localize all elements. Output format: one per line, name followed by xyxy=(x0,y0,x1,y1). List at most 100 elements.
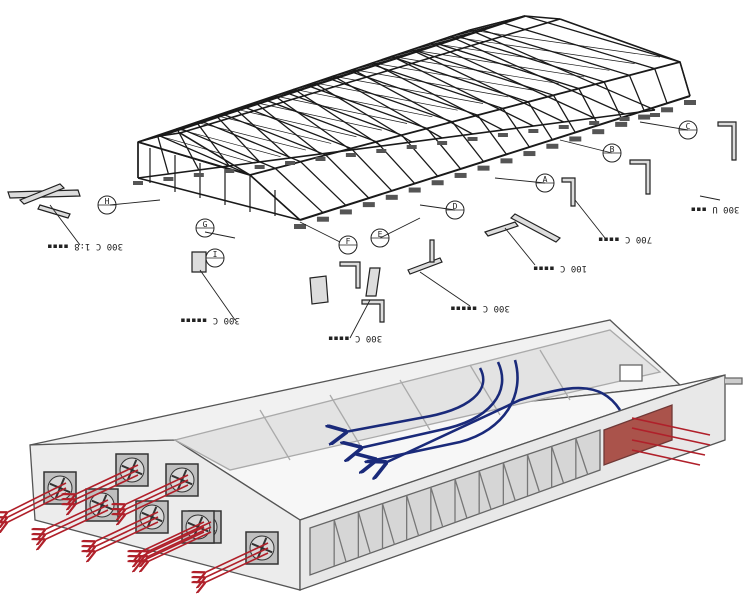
base-plate xyxy=(523,151,536,157)
fan-blade xyxy=(101,504,113,511)
fan-blade xyxy=(256,547,263,559)
exhaust-arrow xyxy=(147,521,212,552)
exhaust-fan xyxy=(135,500,169,534)
exhaust-fan xyxy=(115,453,149,487)
callout-mark: B xyxy=(610,145,615,154)
tunnel-ventilation-view xyxy=(6,319,743,591)
portal-frame xyxy=(214,107,393,192)
exhaust-arrow xyxy=(204,542,269,573)
exhaust-arrow xyxy=(147,531,212,562)
exhaust-arrow xyxy=(6,482,67,513)
poultry-house-building xyxy=(29,319,743,591)
portal-frame xyxy=(195,114,370,199)
purlin-brace xyxy=(176,121,301,163)
fan-blade xyxy=(59,487,71,494)
base-plate xyxy=(285,161,296,165)
base-plate xyxy=(408,187,421,193)
purlin-brace xyxy=(274,86,428,129)
loose-steel-members xyxy=(7,121,737,323)
fan-blade xyxy=(131,469,143,476)
base-plate xyxy=(406,145,417,149)
portal-frame xyxy=(176,121,347,206)
fan-blade xyxy=(261,547,273,554)
intake-airflow-arrows xyxy=(345,359,622,463)
fan-blade xyxy=(126,469,133,481)
exhaust-arrow xyxy=(124,484,189,515)
exhaust-arrow xyxy=(74,474,139,505)
base-plate xyxy=(316,216,329,222)
exhaust-arrow xyxy=(140,521,205,552)
exhaust-fan xyxy=(165,463,199,497)
exhaust-airflow-arrows xyxy=(6,464,269,583)
exhaust-arrow xyxy=(44,504,109,535)
detail-label: 300 C ▪▪▪▪▪ xyxy=(180,315,240,325)
exhaust-fan xyxy=(85,488,119,522)
fan-blade xyxy=(181,479,193,486)
exhaust-arrow xyxy=(140,531,205,562)
exhaust-arrow xyxy=(140,526,205,557)
callout-g: G xyxy=(195,218,215,238)
portal-frames xyxy=(137,15,691,221)
exhaust-arrow xyxy=(147,526,212,557)
exhaust-arrow xyxy=(44,499,109,530)
base-plate xyxy=(589,121,600,125)
portal-frame xyxy=(448,22,668,115)
base-plate xyxy=(437,141,448,145)
base-plate xyxy=(254,165,265,169)
base-plate xyxy=(592,129,605,135)
exhaust-arrow xyxy=(124,479,189,510)
base-plate xyxy=(315,157,326,161)
callout-i: I xyxy=(205,248,225,268)
callout-f: F xyxy=(338,235,358,255)
purlin-brace xyxy=(216,107,352,149)
callout-h: H xyxy=(97,195,117,215)
callout-mark: C xyxy=(686,122,691,131)
purlin-brace xyxy=(313,72,478,116)
fan-blade xyxy=(151,516,163,523)
base-plate xyxy=(500,158,513,164)
fan-blade xyxy=(54,487,61,499)
fan-blade xyxy=(96,504,103,516)
base-plate xyxy=(650,113,660,117)
base-plate xyxy=(684,100,696,105)
exhaust-arrow xyxy=(94,511,159,542)
detail-label: 300 C ▪▪▪▪▪ xyxy=(450,303,510,313)
purlin-brace xyxy=(372,50,554,96)
base-plate xyxy=(345,153,356,157)
exhaust-arrow xyxy=(44,509,109,540)
purlin-brace xyxy=(411,36,605,83)
portal-frame xyxy=(370,50,576,133)
base-plate xyxy=(224,169,235,173)
column-base-plates xyxy=(133,100,696,229)
base-plate xyxy=(339,209,352,215)
callout-mark: A xyxy=(543,175,548,184)
base-plate xyxy=(193,173,204,177)
base-plate xyxy=(133,181,143,185)
exhaust-arrow xyxy=(204,547,269,578)
purlin-brace xyxy=(430,29,630,76)
base-plate xyxy=(497,133,508,137)
base-plate xyxy=(615,121,628,127)
base-plate xyxy=(546,143,559,149)
portal-frame xyxy=(409,36,622,123)
base-plate xyxy=(163,177,174,181)
exhaust-arrow xyxy=(6,487,67,518)
exhaust-arrow xyxy=(74,469,139,500)
exhaust-arrow xyxy=(74,464,139,495)
purlin-brace xyxy=(333,65,504,109)
base-plate xyxy=(294,224,306,229)
leader-lines xyxy=(49,121,721,339)
callout-mark: D xyxy=(453,202,458,211)
inflow-arrows xyxy=(631,417,711,466)
callout-mark: F xyxy=(346,237,351,246)
detail-label: 300 C 1:8 ▪▪▪▪ xyxy=(47,241,123,251)
exhaust-arrow xyxy=(6,492,67,523)
base-plate xyxy=(661,107,674,113)
detail-label: 300 C ▪▪▪▪ xyxy=(328,333,382,343)
base-plate xyxy=(528,129,539,133)
base-plate xyxy=(376,149,387,153)
base-plate xyxy=(362,202,375,208)
